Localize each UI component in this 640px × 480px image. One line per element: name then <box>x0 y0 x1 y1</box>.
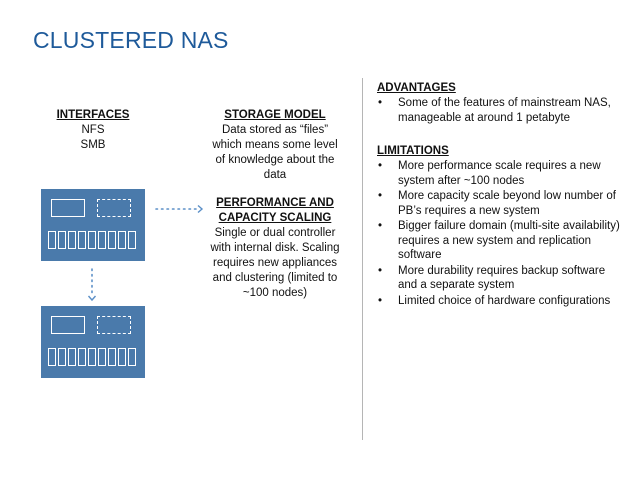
list-item: Bigger failure domain (multi-site availa… <box>377 219 622 263</box>
performance-line: and clustering (limited to <box>212 272 338 284</box>
disk-slots <box>48 231 136 249</box>
performance-line: Single or dual controller <box>214 227 336 239</box>
advantages-list: Some of the features of mainstream NAS, … <box>377 96 622 125</box>
limitations-list: More performance scale requires a new sy… <box>377 159 622 308</box>
slide-title: CLUSTERED NAS <box>33 27 229 53</box>
disk-slot-icon <box>118 348 126 366</box>
disk-slot-icon <box>78 231 86 249</box>
disk-slot-icon <box>118 231 126 249</box>
controller-icon <box>51 199 85 217</box>
nas-appliance-icon <box>41 189 145 261</box>
disk-slot-icon <box>88 231 96 249</box>
list-item: More capacity scale beyond low number of… <box>377 189 622 218</box>
storage-model-line: which means some level <box>212 139 338 151</box>
performance-line: ~100 nodes) <box>242 287 308 299</box>
disk-slot-icon <box>58 231 66 249</box>
disk-slot-icon <box>128 231 136 249</box>
disk-slot-icon <box>78 348 86 366</box>
interfaces-heading: INTERFACES <box>56 109 130 121</box>
optional-controller-icon <box>97 199 131 217</box>
disk-slots <box>48 348 136 366</box>
limitations-heading: LIMITATIONS <box>377 145 449 157</box>
storage-model-line: of knowledge about the <box>215 154 335 166</box>
interface-item: NFS <box>81 124 105 136</box>
performance-block: PERFORMANCE AND CAPACITY SCALING Single … <box>205 196 345 301</box>
advantages-heading: ADVANTAGES <box>377 82 456 94</box>
advantages-limitations-panel: ADVANTAGES Some of the features of mains… <box>377 81 622 309</box>
disk-slot-icon <box>108 231 116 249</box>
storage-model-line: Data stored as “files” <box>221 124 329 136</box>
performance-line: requires new appliances <box>212 257 338 269</box>
nas-appliance-icon <box>41 306 145 378</box>
disk-slot-icon <box>88 348 96 366</box>
disk-slot-icon <box>108 348 116 366</box>
performance-heading: CAPACITY SCALING <box>218 212 332 224</box>
list-item: More durability requires backup software… <box>377 264 622 293</box>
scale-down-arrow-icon <box>87 268 97 302</box>
performance-heading: PERFORMANCE AND <box>216 197 334 209</box>
performance-line: with internal disk. Scaling <box>210 242 340 254</box>
column-divider <box>362 78 363 440</box>
storage-model-heading: STORAGE MODEL <box>224 109 326 121</box>
controller-icon <box>51 316 85 334</box>
interface-item: SMB <box>80 139 106 151</box>
disk-slot-icon <box>128 348 136 366</box>
disk-slot-icon <box>48 231 56 249</box>
disk-slot-icon <box>98 348 106 366</box>
scale-out-arrow-icon <box>155 204 204 214</box>
list-item: More performance scale requires a new sy… <box>377 159 622 188</box>
disk-slot-icon <box>68 231 76 249</box>
disk-slot-icon <box>98 231 106 249</box>
interfaces-block: INTERFACES NFS SMB <box>48 108 138 153</box>
disk-slot-icon <box>58 348 66 366</box>
list-item: Limited choice of hardware configuration… <box>377 294 622 309</box>
storage-model-block: STORAGE MODEL Data stored as “files” whi… <box>205 108 345 183</box>
disk-slot-icon <box>48 348 56 366</box>
disk-slot-icon <box>68 348 76 366</box>
list-item: Some of the features of mainstream NAS, … <box>377 96 622 125</box>
optional-controller-icon <box>97 316 131 334</box>
storage-model-line: data <box>263 169 287 181</box>
